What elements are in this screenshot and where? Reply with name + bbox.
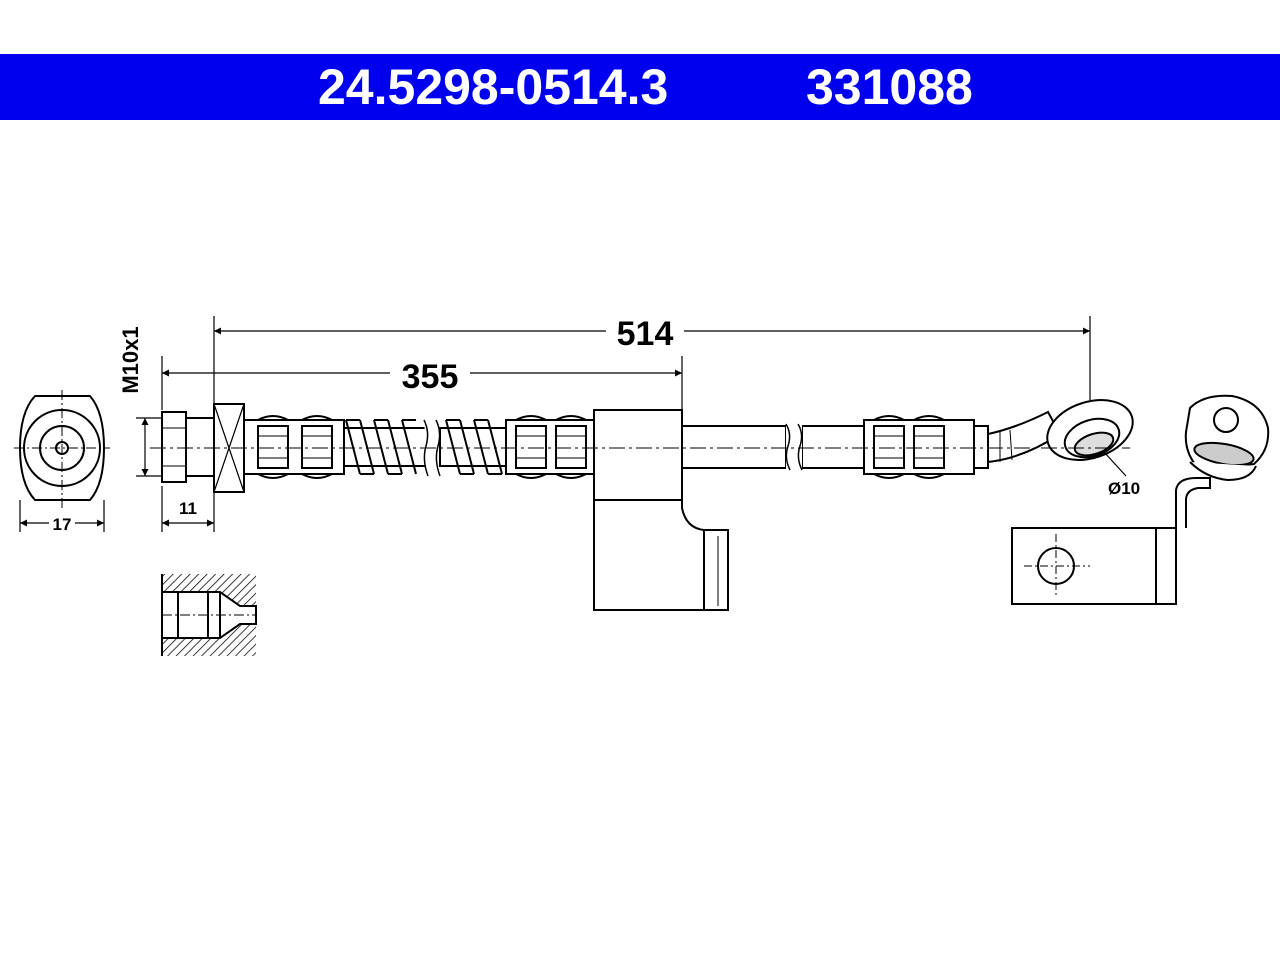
- reference-number: 331088: [806, 59, 973, 115]
- hose-left-section-2: [439, 415, 597, 479]
- banjo-bore-label: Ø10: [1108, 479, 1140, 498]
- banjo-fitting: [987, 399, 1134, 464]
- overall-length-label: 514: [617, 315, 674, 353]
- header-bar: 24.5298-0514.3 331088: [0, 54, 1280, 120]
- hose-left-section: [243, 415, 433, 479]
- thread-section-view: [161, 574, 257, 656]
- thread-dimension: [136, 417, 162, 477]
- part-number: 24.5298-0514.3: [318, 59, 669, 115]
- banjo-bore-leader: [1103, 451, 1127, 477]
- mounting-bracket: [593, 409, 729, 611]
- right-crimp-sleeve: [863, 415, 989, 479]
- spring-guard-left: [345, 419, 417, 475]
- thread-label: M10x1: [118, 326, 143, 393]
- hex-size-label: 17: [53, 515, 72, 534]
- fitting-length-label: 11: [179, 499, 197, 518]
- bracket-position-label: 355: [402, 358, 459, 396]
- hose-right-section: [681, 425, 865, 469]
- fitting-length-dimension: [161, 486, 215, 532]
- fitting-end-view: [14, 390, 110, 508]
- break-mark-right: [785, 420, 803, 476]
- end-bracket-view: [1011, 394, 1270, 605]
- left-fitting: [161, 403, 245, 493]
